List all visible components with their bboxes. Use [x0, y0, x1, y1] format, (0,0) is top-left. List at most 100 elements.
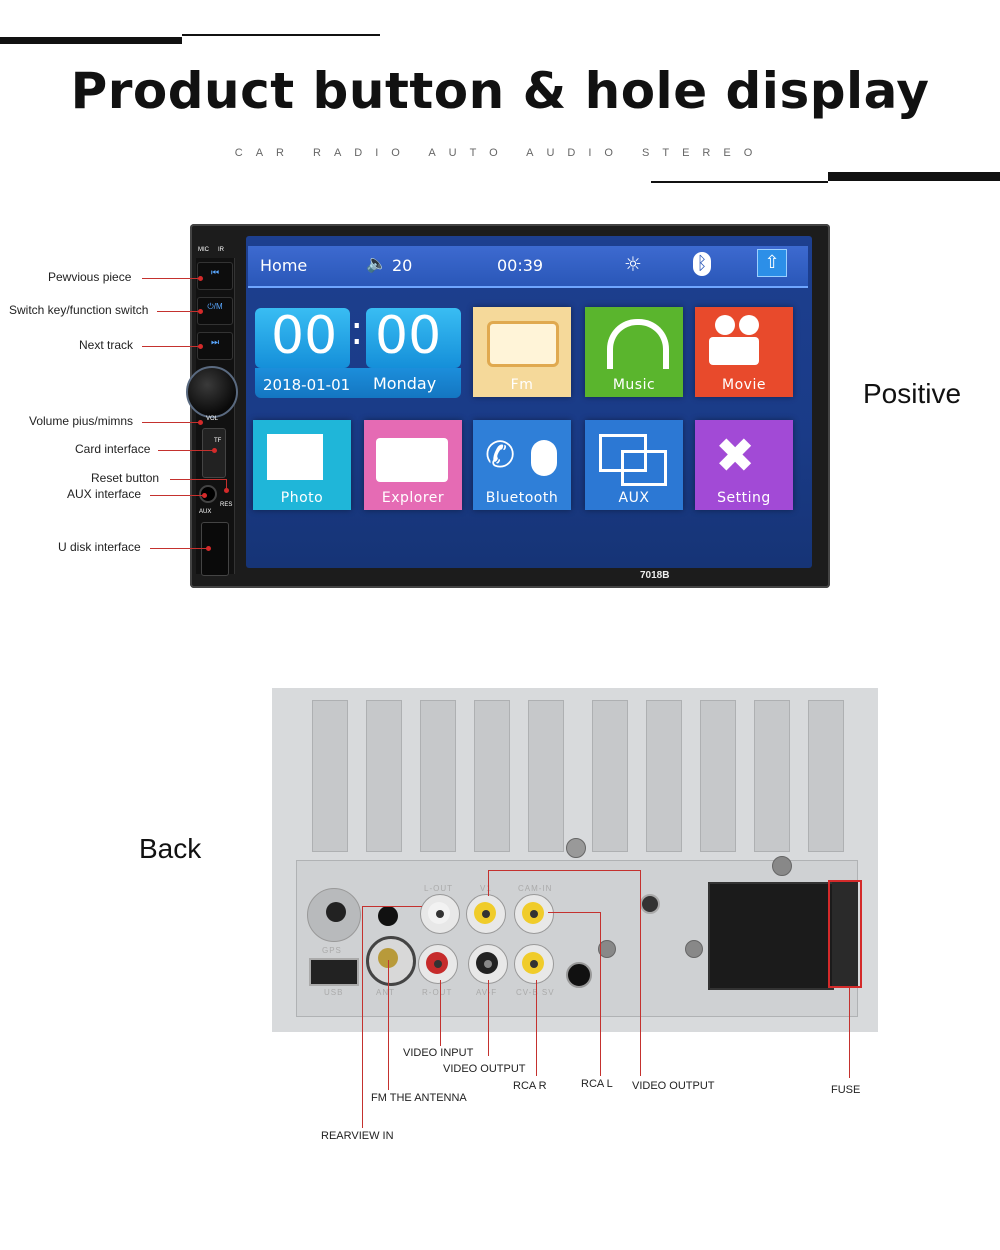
dot-card	[212, 448, 217, 453]
status-bar	[248, 246, 808, 288]
screw-icon	[772, 856, 792, 876]
mount-hole	[378, 906, 398, 926]
camin-mark: CAM-IN	[518, 884, 553, 893]
rca-yellow-cam-in[interactable]	[514, 894, 554, 934]
page-subtitle: CAR RADIO AUTO AUDIO STEREO	[234, 147, 766, 159]
page-title: Product button & hole display	[70, 62, 930, 120]
rout-mark: R-OUT	[422, 988, 453, 997]
rca-black-av-f[interactable]	[468, 944, 508, 984]
callout-card: Card interface	[75, 442, 151, 456]
clock-widget	[255, 308, 461, 398]
speaker-icon: 🔈	[366, 254, 388, 274]
leader-fuse	[849, 986, 850, 1078]
leader-volume	[142, 422, 200, 423]
iso-harness-connector[interactable]	[708, 882, 834, 990]
leader-usb	[150, 548, 208, 549]
leader-switch	[157, 311, 200, 312]
mic-mark: MIC	[198, 247, 209, 253]
bluetooth-status-icon: ᛒ	[693, 252, 711, 276]
avf-mark: AV-F	[476, 988, 498, 997]
fuse-holder[interactable]	[832, 882, 858, 986]
callout-video-output-2: VIDEO OUTPUT	[632, 1080, 715, 1092]
clock-date: 2018-01-01	[263, 376, 351, 394]
tile-movie[interactable]: Movie	[695, 307, 793, 397]
positive-label: Positive	[863, 378, 962, 409]
tile-fm[interactable]: Fm	[473, 307, 571, 397]
res-mark: RES	[220, 502, 233, 508]
cooling-fin	[592, 700, 628, 852]
cooling-fin	[420, 700, 456, 852]
cv-mark: CV-B SV	[516, 988, 555, 997]
clock-colon: :	[350, 308, 364, 354]
leader-previous	[142, 278, 200, 279]
callout-rca-r: RCA R	[513, 1080, 547, 1092]
touch-screen[interactable]	[246, 236, 812, 568]
dot-switch	[198, 309, 203, 314]
dot-next	[198, 344, 203, 349]
callout-next: Next track	[79, 338, 134, 352]
tile-photo[interactable]: Photo	[253, 420, 351, 510]
callout-video-output: VIDEO OUTPUT	[443, 1063, 526, 1075]
tile-setting[interactable]: ✖ Setting	[695, 420, 793, 510]
home-label[interactable]: Home	[260, 256, 308, 275]
cooling-fin	[312, 700, 348, 852]
usb-port[interactable]	[309, 958, 359, 986]
leader-reset-drop	[226, 479, 227, 489]
cooling-fin	[366, 700, 402, 852]
leader-rca-r	[536, 980, 537, 1076]
right-thin-bar	[651, 181, 828, 183]
tile-explorer[interactable]: Explorer	[364, 420, 462, 510]
tile-bluetooth[interactable]: ✆ Bluetooth	[473, 420, 571, 510]
cooling-fin	[528, 700, 564, 852]
callout-volume: Volume pius/mimns	[29, 414, 134, 428]
lout-mark: L-OUT	[424, 884, 453, 893]
cooling-fin	[646, 700, 682, 852]
volume-knob[interactable]	[186, 366, 238, 418]
aux-jack[interactable]	[199, 485, 217, 503]
tile-label-explorer: Explorer	[381, 490, 445, 506]
usb-slot[interactable]	[201, 522, 229, 576]
leader-video-output-2-h	[488, 870, 640, 871]
brightness-icon[interactable]: ☼	[624, 252, 642, 276]
leader-video-output-2	[640, 870, 641, 1076]
tile-label-aux: AUX	[618, 490, 650, 506]
right-thick-bar	[828, 172, 1000, 181]
tile-label-movie: Movie	[722, 377, 766, 393]
dot-previous	[198, 276, 203, 281]
leader-rca-l	[600, 912, 601, 1076]
hour-box	[255, 308, 350, 368]
dot-reset	[224, 488, 229, 493]
leader-rearview-h	[362, 906, 422, 907]
ant-mark: ANT	[376, 988, 395, 997]
rca-white-l-out[interactable]	[420, 894, 460, 934]
leader-card	[158, 450, 214, 451]
next-button[interactable]: ⏭	[197, 332, 233, 360]
antenna-port[interactable]	[366, 936, 416, 986]
clock-hours: 00	[271, 306, 338, 366]
tf-card-slot[interactable]	[202, 428, 226, 478]
photo-icon	[267, 434, 323, 480]
callout-rca-l: RCA L	[581, 1078, 613, 1090]
callout-fuse: FUSE	[831, 1084, 861, 1096]
tile-label-photo: Photo	[280, 490, 324, 506]
tile-music[interactable]: Music	[585, 307, 683, 397]
rca-red-r-out[interactable]	[418, 944, 458, 984]
callout-switch: Switch key/function switch	[9, 303, 149, 317]
tile-aux[interactable]: AUX	[585, 420, 683, 510]
rca-yellow-cvbs[interactable]	[514, 944, 554, 984]
prev-button[interactable]: ⏮	[197, 262, 233, 290]
leader-rca-l-h	[548, 912, 600, 913]
cooling-fin	[474, 700, 510, 852]
tf-mark: TF	[214, 438, 222, 444]
tile-label-music: Music	[612, 377, 656, 393]
callout-reset: Reset button	[91, 471, 160, 485]
usb-mark: USB	[324, 988, 344, 997]
folder-icon	[376, 438, 448, 482]
back-label: Back	[139, 833, 202, 864]
ground-post	[566, 962, 592, 988]
tile-label-bluetooth: Bluetooth	[485, 490, 559, 506]
headphones-icon	[607, 319, 669, 369]
home-icon[interactable]: ⇧	[757, 249, 787, 277]
mode-button[interactable]: ⏻/M	[197, 297, 233, 325]
rca-yellow-v1[interactable]	[466, 894, 506, 934]
